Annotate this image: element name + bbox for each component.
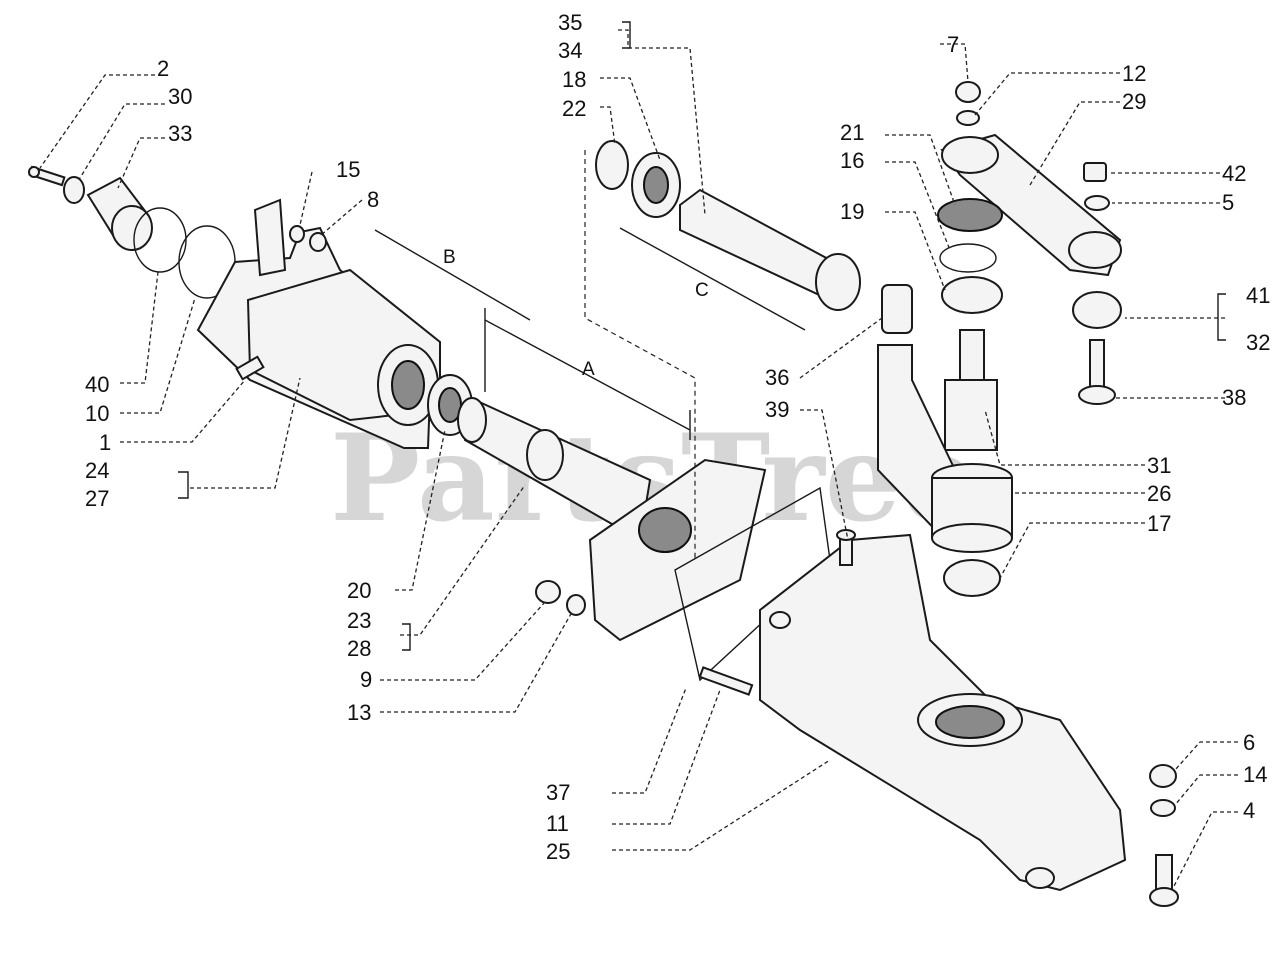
callout-33: 33 — [168, 121, 192, 146]
bracket-23-28 — [402, 623, 411, 651]
callout-40: 40 — [85, 372, 109, 397]
callout-25: 25 — [546, 839, 570, 864]
washer-5 — [1084, 195, 1110, 211]
callout-31: 31 — [1147, 453, 1171, 478]
bushing-41 — [1072, 291, 1122, 329]
cap-33 — [86, 176, 153, 251]
callout-2: 2 — [157, 56, 169, 81]
snap-ring-16 — [939, 243, 997, 273]
callout-30: 30 — [168, 84, 192, 109]
callout-36: 36 — [765, 365, 789, 390]
callout-17: 17 — [1147, 511, 1171, 536]
callout-16: 16 — [840, 148, 864, 173]
callout-7: 7 — [947, 32, 959, 57]
callout-18: 18 — [562, 67, 586, 92]
seal-22 — [595, 140, 629, 190]
ball-stud-38 — [1078, 339, 1116, 405]
callout-28: 28 — [347, 636, 371, 661]
bearing-19 — [941, 276, 1003, 314]
callout-34: 34 — [558, 38, 582, 63]
dimension-label-a: A — [582, 359, 595, 380]
washer-13 — [566, 594, 586, 616]
callout-13: 13 — [347, 700, 371, 725]
dimension-b: B — [374, 229, 531, 321]
callout-35: 35 — [558, 10, 582, 35]
callout-38: 38 — [1222, 385, 1246, 410]
seal-ring-40 — [133, 207, 187, 273]
bolt-11 — [698, 666, 754, 696]
bolt-4 — [1149, 854, 1179, 907]
callout-26: 26 — [1147, 481, 1171, 506]
callout-20: 20 — [347, 578, 371, 603]
callout-1: 1 — [99, 430, 111, 455]
callout-32: 32 — [1246, 330, 1270, 355]
callout-21: 21 — [840, 120, 864, 145]
dimension-label-c: C — [695, 280, 709, 301]
nut-9 — [535, 580, 561, 604]
sector-gear-31 — [944, 329, 998, 451]
bracket-41-32 — [1217, 293, 1226, 341]
callout-10: 10 — [85, 401, 109, 426]
callout-4: 4 — [1243, 798, 1255, 823]
callout-12: 12 — [1122, 61, 1146, 86]
washer-15 — [289, 225, 305, 243]
axle-support-25 — [759, 533, 1127, 892]
nut-6 — [1149, 764, 1177, 788]
callout-15: 15 — [336, 157, 360, 182]
bearing-17 — [943, 559, 1001, 597]
callout-19: 19 — [840, 199, 864, 224]
stud-39 — [836, 529, 856, 566]
washer-14 — [1150, 799, 1176, 817]
dimension-c: C — [619, 227, 806, 331]
callout-11: 11 — [546, 811, 569, 836]
bracket-35-34 — [622, 21, 631, 49]
bracket-24-27 — [178, 471, 189, 499]
grease-fitting-1 — [235, 355, 265, 381]
cover-plate-28 — [588, 458, 767, 642]
bolt-2 — [28, 165, 66, 187]
callout-14: 14 — [1243, 762, 1267, 787]
callout-8: 8 — [367, 187, 379, 212]
callout-9: 9 — [360, 667, 372, 692]
washer-12 — [956, 110, 980, 126]
dimension-a: A — [484, 308, 691, 440]
nut-7 — [955, 81, 981, 103]
callout-6: 6 — [1243, 730, 1255, 755]
callout-23: 23 — [347, 608, 371, 633]
callout-29: 29 — [1122, 89, 1146, 114]
callout-42: 42 — [1222, 161, 1246, 186]
shaft-34 — [679, 188, 861, 311]
dimension-label-b: B — [443, 247, 456, 268]
housing-body-24 — [196, 198, 441, 449]
gear-26 — [931, 463, 1013, 553]
seal-21 — [937, 198, 1003, 232]
nut-42 — [1083, 162, 1107, 182]
assembly-guide-line — [584, 150, 696, 560]
nut-8 — [309, 232, 327, 252]
callout-37: 37 — [546, 780, 570, 805]
callout-5: 5 — [1222, 190, 1234, 215]
callout-27: 27 — [85, 486, 109, 511]
shaft-23 — [457, 397, 652, 542]
callout-41: 41 — [1246, 283, 1270, 308]
callout-24: 24 — [85, 458, 109, 483]
guide-sleeve-36 — [881, 284, 913, 334]
callout-22: 22 — [562, 96, 586, 121]
washer-30 — [63, 176, 85, 204]
pitman-arm-29 — [940, 133, 1122, 277]
callout-39: 39 — [765, 397, 789, 422]
